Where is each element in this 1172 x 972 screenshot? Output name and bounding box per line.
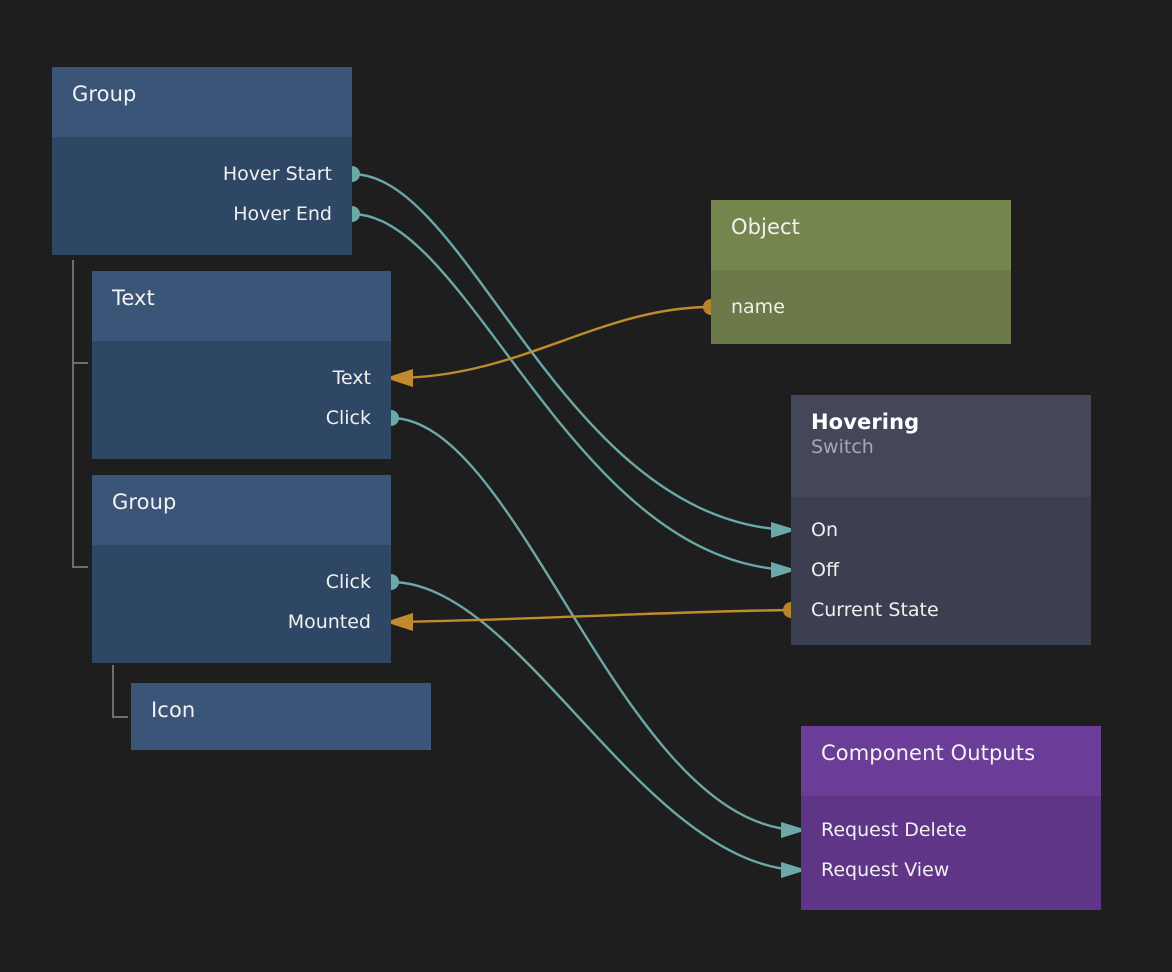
edge-click-to-requestview — [391, 582, 795, 870]
port-mounted[interactable]: Mounted — [288, 613, 371, 632]
node-title: Text — [112, 285, 371, 311]
port-request-view[interactable]: Request View — [821, 861, 949, 880]
node-text-node[interactable]: TextTextClick — [92, 271, 391, 459]
node-body-hovering-node: OnOffCurrent State — [791, 497, 1091, 645]
node-header-icon-node[interactable]: Icon — [131, 683, 431, 750]
node-header-component-outputs-node[interactable]: Component Outputs — [801, 726, 1101, 796]
node-group-child[interactable]: GroupClickMounted — [92, 475, 391, 663]
edge-currentstate-to-mounted — [394, 610, 791, 622]
node-title: Component Outputs — [821, 740, 1081, 766]
port-text[interactable]: Text — [333, 369, 371, 388]
tree-connector-root-to-group — [73, 260, 88, 567]
node-body-group-child: ClickMounted — [92, 545, 391, 663]
port-name[interactable]: name — [731, 298, 785, 317]
node-group-root[interactable]: GroupHover StartHover End — [52, 67, 352, 255]
node-title: Icon — [151, 697, 411, 723]
node-header-group-child[interactable]: Group — [92, 475, 391, 545]
port-current-state[interactable]: Current State — [811, 601, 939, 620]
node-hovering-node[interactable]: HoveringSwitchOnOffCurrent State — [791, 395, 1091, 645]
node-header-hovering-node[interactable]: HoveringSwitch — [791, 395, 1091, 497]
port-click[interactable]: Click — [326, 573, 371, 592]
port-click[interactable]: Click — [326, 409, 371, 428]
port-hover-start[interactable]: Hover Start — [223, 165, 332, 184]
port-hover-end[interactable]: Hover End — [233, 205, 332, 224]
node-body-component-outputs-node: Request DeleteRequest View — [801, 796, 1101, 910]
node-icon-node[interactable]: Icon — [131, 683, 431, 750]
node-header-group-root[interactable]: Group — [52, 67, 352, 137]
node-subtitle: Switch — [811, 435, 1071, 459]
tree-connector-root-to-text — [73, 260, 88, 363]
node-title: Hovering — [811, 409, 1071, 435]
node-title: Group — [72, 81, 332, 107]
port-on[interactable]: On — [811, 521, 838, 540]
node-header-text-node[interactable]: Text — [92, 271, 391, 341]
edge-click-to-requestdelete — [391, 418, 795, 830]
port-request-delete[interactable]: Request Delete — [821, 821, 967, 840]
edge-name-to-text — [394, 307, 711, 378]
node-title: Object — [731, 214, 991, 240]
tree-connector-group-to-icon — [113, 665, 128, 717]
node-title: Group — [112, 489, 371, 515]
node-component-outputs-node[interactable]: Component OutputsRequest DeleteRequest V… — [801, 726, 1101, 910]
node-object-node[interactable]: Object name — [711, 200, 1011, 344]
node-header-object-node[interactable]: Object — [711, 200, 1011, 270]
node-body-object-node: name — [711, 270, 1011, 344]
port-off[interactable]: Off — [811, 561, 839, 580]
node-body-text-node: TextClick — [92, 341, 391, 459]
node-body-group-root: Hover StartHover End — [52, 137, 352, 255]
